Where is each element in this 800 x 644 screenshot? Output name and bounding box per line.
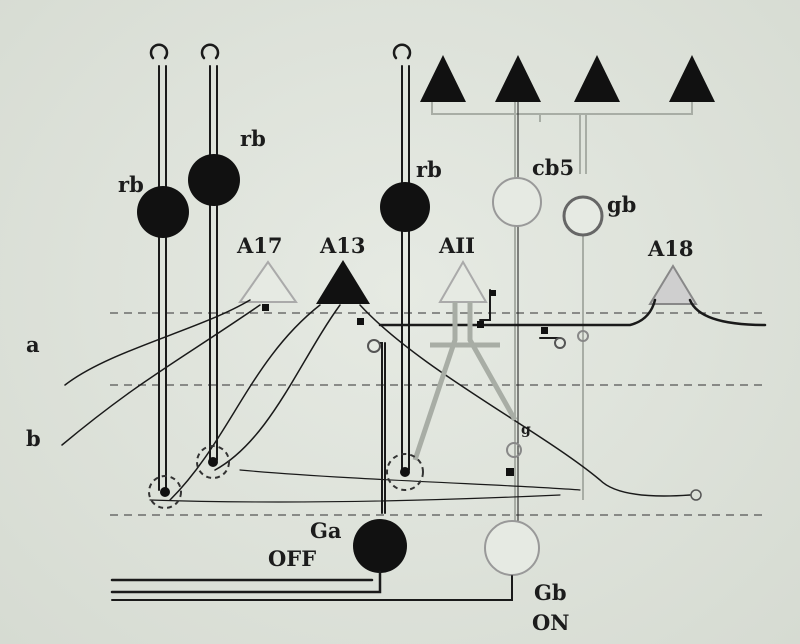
label-a18: A18 <box>647 236 694 261</box>
junctions <box>371 289 561 514</box>
label-cb5: cb5 <box>532 155 574 180</box>
label-layer-a: a <box>26 332 40 357</box>
cone-pedicle-icon <box>495 55 541 102</box>
rod-bipolar-soma <box>380 182 430 232</box>
cone-pedicle-icon <box>420 55 466 102</box>
rod-spherules <box>149 43 412 60</box>
amacrine-processes <box>61 299 691 501</box>
rod-bipolar-axons <box>158 65 410 491</box>
label-layer-b: b <box>26 426 41 451</box>
label-rb-right: rb <box>416 157 442 182</box>
synapse-markers <box>262 290 548 476</box>
cone-pedicle-icon <box>669 55 715 102</box>
cb5-soma <box>492 177 542 227</box>
gb-axon <box>111 575 513 601</box>
label-ga: Ga <box>310 518 342 543</box>
label-g-small: g <box>521 422 531 438</box>
label-gb: gb <box>607 192 636 217</box>
rod-spherule-icon <box>149 43 169 60</box>
label-on: ON <box>532 610 570 635</box>
cone-pedicles <box>420 55 715 102</box>
label-a13: A13 <box>319 233 366 258</box>
label-off: OFF <box>268 546 316 571</box>
label-gb-cell: Gb <box>534 580 567 605</box>
gb-soma <box>562 195 604 237</box>
rod-bipolar-soma <box>188 154 240 206</box>
aii-soma <box>438 259 488 303</box>
aii-processes <box>412 302 518 461</box>
rod-spherule-icon <box>392 43 412 60</box>
rod-spherule-icon <box>200 43 220 60</box>
rod-bipolar-soma <box>137 186 189 238</box>
a17-dendrites <box>149 469 581 503</box>
a13-soma <box>316 260 370 304</box>
label-rb-left: rb <box>118 172 144 197</box>
label-rb-mid: rb <box>240 126 266 151</box>
label-a17: A17 <box>236 233 283 258</box>
ga-off-ganglion-soma <box>353 519 407 573</box>
label-aii: AII <box>438 233 475 258</box>
cone-pedicle-icon <box>574 55 620 102</box>
cone-connections <box>431 102 693 174</box>
a18-process <box>378 298 767 327</box>
ga-axon <box>110 570 382 594</box>
gb-on-ganglion-soma <box>484 520 540 576</box>
rb-terminals <box>148 445 424 509</box>
a18-soma <box>648 264 698 305</box>
a17-soma <box>238 260 298 303</box>
